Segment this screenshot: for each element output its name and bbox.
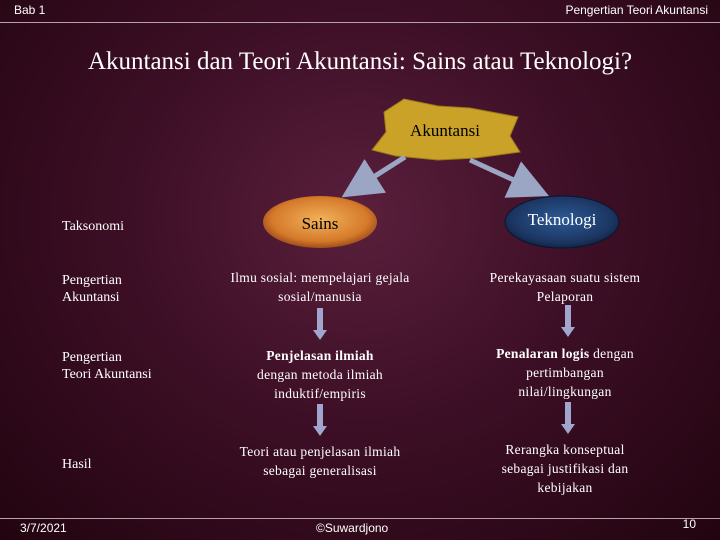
sains-pengertian-teori: Penjelasan ilmiah dengan metoda ilmiah i… [200, 346, 440, 403]
teknologi-pengertian-akuntansi: Perekayasaan suatu sistem Pelaporan [489, 270, 641, 304]
section-title: Pengertian Teori Akuntansi [565, 3, 708, 17]
teknologi-arrows [561, 305, 575, 434]
teknologi-teori-bold: Penalaran logis [496, 346, 590, 361]
sains-arrow-2 [313, 404, 327, 436]
sains-node-label: Sains [301, 214, 339, 233]
teknologi-node-shape [504, 195, 620, 249]
page-number: 10 [682, 517, 696, 531]
header-bar [0, 0, 720, 23]
row-label-taksonomi: Taksonomi [62, 219, 125, 234]
sains-arrow-1 [313, 308, 327, 340]
sains-teori-bold: Penjelasan ilmiah [266, 348, 374, 363]
arrow-to-sains [341, 154, 407, 198]
teknologi-node-label: Teknologi [527, 210, 597, 229]
footer-author: ©Suwardjono [316, 521, 389, 535]
footer-divider [0, 518, 720, 519]
teknologi-teori-inline: dengan [589, 346, 634, 361]
row-label-hasil: Hasil [62, 457, 92, 472]
teknologi-hasil: Rerangka konseptual sebagai justifikasi … [501, 442, 629, 495]
teknologi-arrow-2 [561, 402, 575, 434]
sains-pengertian-akuntansi: Ilmu sosial: mempelajari gejala sosial/m… [230, 270, 410, 304]
sains-hasil: Teori atau penjelasan ilmiah sebagai gen… [239, 444, 401, 478]
sains-node-shape [263, 196, 377, 248]
row-label-pengertian-teori: Pengertian Teori Akuntansi [62, 350, 152, 382]
arrow-to-teknologi [468, 157, 550, 198]
root-node-shape [371, 98, 521, 161]
root-node-label: Akuntansi [410, 121, 480, 140]
slide-title: Akuntansi dan Teori Akuntansi: Sains ata… [87, 48, 633, 75]
sains-arrows [313, 308, 327, 436]
row-label-pengertian-akuntansi: Pengertian Akuntansi [62, 273, 122, 305]
footer-date: 3/7/2021 [20, 521, 67, 535]
teknologi-pengertian-teori: Penalaran logis dengan pertimbangan nila… [450, 344, 680, 401]
teknologi-teori-rest: pertimbangan nilai/lingkungan [518, 365, 612, 399]
sains-teori-rest: dengan metoda ilmiah induktif/empiris [257, 367, 383, 401]
teknologi-arrow-1 [561, 305, 575, 337]
chapter-label: Bab 1 [14, 3, 46, 17]
